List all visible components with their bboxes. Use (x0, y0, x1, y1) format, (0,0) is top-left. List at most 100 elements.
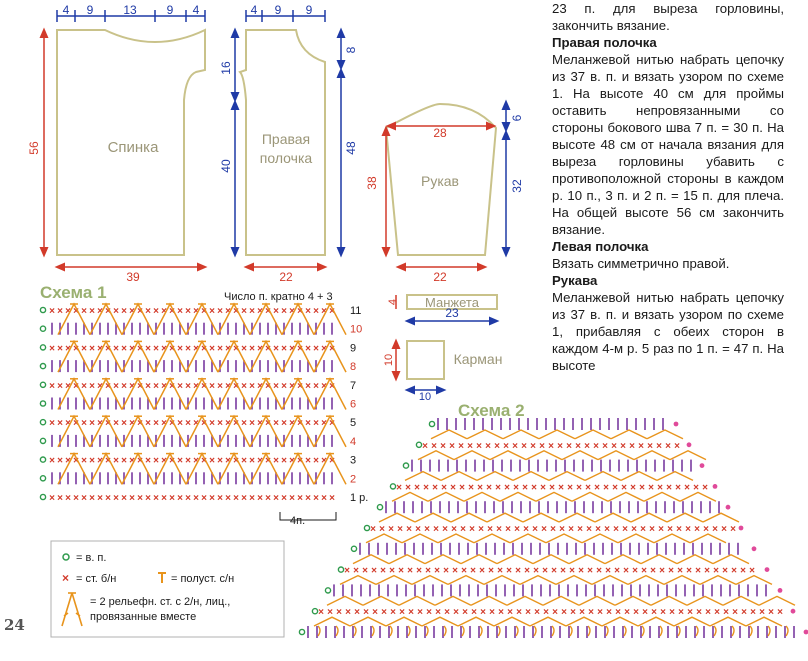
sc-stitch: × (177, 306, 183, 317)
cluster-stitch (401, 533, 439, 544)
sc-stitch: × (633, 607, 639, 618)
sc-stitch: × (696, 607, 702, 618)
sc-stitch: × (121, 306, 127, 317)
sc-stitch: × (313, 493, 319, 504)
sc-stitch: × (578, 566, 584, 577)
back-width-dim: 39 (126, 270, 140, 284)
sc-stitch: × (137, 418, 143, 429)
sc-stitch: × (297, 306, 303, 317)
sc-stitch: × (185, 418, 191, 429)
sc-stitch: × (57, 306, 63, 317)
sc-stitch: × (321, 456, 327, 467)
schema2-title: Схема 2 (458, 401, 525, 420)
sc-stitch: × (613, 524, 619, 535)
sc-stitch: × (548, 441, 554, 452)
sc-stitch: × (321, 493, 327, 504)
cuff-height-dim: 4 (387, 299, 399, 305)
sc-stitch: × (629, 441, 635, 452)
cluster-stitch (565, 616, 603, 627)
sc-stitch: × (177, 343, 183, 354)
sc-stitch: × (225, 456, 231, 467)
sc-stitch: × (273, 343, 279, 354)
heading-sleeves: Рукава (552, 273, 598, 288)
sc-stitch: × (161, 456, 167, 467)
sc-stitch: × (153, 306, 159, 317)
sc-stitch: × (73, 456, 79, 467)
sc-stitch: × (113, 381, 119, 392)
sc-stitch: × (380, 566, 386, 577)
sc-stitch: × (241, 381, 247, 392)
cuff-panel: Манжета 4 23 (387, 294, 500, 326)
sc-stitch: × (113, 418, 119, 429)
sc-stitch: × (603, 482, 609, 493)
chain-stitch (298, 628, 306, 636)
cluster-stitch (745, 616, 783, 627)
cluster-stitch (597, 450, 635, 461)
sc-stitch: × (81, 418, 87, 429)
sc-stitch: × (732, 607, 738, 618)
cluster-stitch (676, 554, 714, 565)
sc-stitch: × (567, 482, 573, 493)
schema1-grid: ××××××××××××××××××××××××××××××××××××××××… (39, 302, 347, 504)
sc-stitch: × (372, 607, 378, 618)
pocket-outline (406, 340, 445, 380)
sc-stitch: × (185, 381, 191, 392)
hook-stitch (533, 625, 537, 637)
sc-stitch: × (49, 456, 55, 467)
front-height-dim: 48 (344, 141, 358, 155)
sc-stitch: × (575, 441, 581, 452)
sc-stitch: × (585, 482, 591, 493)
front-width-dim: 22 (279, 270, 293, 284)
sc-stitch: × (620, 441, 626, 452)
hook-stitch (461, 625, 465, 637)
sc-stitch: × (516, 607, 522, 618)
sleeve-side-dim: 32 (510, 179, 524, 193)
sc-stitch: × (318, 607, 324, 618)
sc-stitch: × (113, 343, 119, 354)
sc-stitch: × (137, 343, 143, 354)
cluster-stitch (646, 429, 684, 440)
back-label: Спинка (108, 139, 160, 156)
sc-stitch: × (233, 381, 239, 392)
chain-stitch (39, 306, 47, 314)
sc-stitch: × (217, 306, 223, 317)
sc-stitch: × (273, 418, 279, 429)
cluster-stitch (421, 616, 459, 627)
hook-stitch (479, 625, 483, 637)
sc-stitch: × (453, 607, 459, 618)
cluster-stitch (509, 533, 547, 544)
sleeve-width-dim: 22 (433, 270, 447, 284)
sc-stitch: × (731, 566, 737, 577)
instructions-paragraph-2: Меланжевой нитью набрать цепочку из 37 в… (552, 52, 784, 237)
sc-stitch: × (521, 441, 527, 452)
hook-stitch (767, 625, 771, 637)
sc-stitch: × (405, 482, 411, 493)
sc-stitch: × (417, 607, 423, 618)
chain-stitch (39, 437, 47, 445)
cluster-stitch (512, 470, 550, 482)
sc-stitch: × (588, 607, 594, 618)
sc-stitch: × (422, 441, 428, 452)
sc-stitch: × (297, 493, 303, 504)
sc-stitch: × (675, 482, 681, 493)
sc-stitch: × (362, 566, 368, 577)
sc-stitch: × (557, 441, 563, 452)
sc-stitch: × (534, 607, 540, 618)
cluster-stitch (712, 554, 750, 565)
sc-stitch: × (209, 418, 215, 429)
cluster-stitch (388, 554, 426, 565)
instructions-column: 23 п. для выреза горловины, закончить вя… (552, 0, 784, 374)
marker-stitch (751, 546, 757, 552)
cluster-stitch (313, 616, 351, 627)
cluster-stitch (473, 533, 511, 544)
hook-stitch (623, 625, 627, 637)
sc-stitch: × (201, 418, 207, 429)
sleeve-top-dim: 28 (433, 126, 447, 140)
sc-stitch: × (289, 381, 295, 392)
sc-stitch: × (265, 306, 271, 317)
sc-stitch: × (461, 566, 467, 577)
sc-stitch: × (217, 493, 223, 504)
sc-stitch: × (265, 381, 271, 392)
hook-stitch (335, 625, 339, 637)
sc-stitch: × (153, 418, 159, 429)
